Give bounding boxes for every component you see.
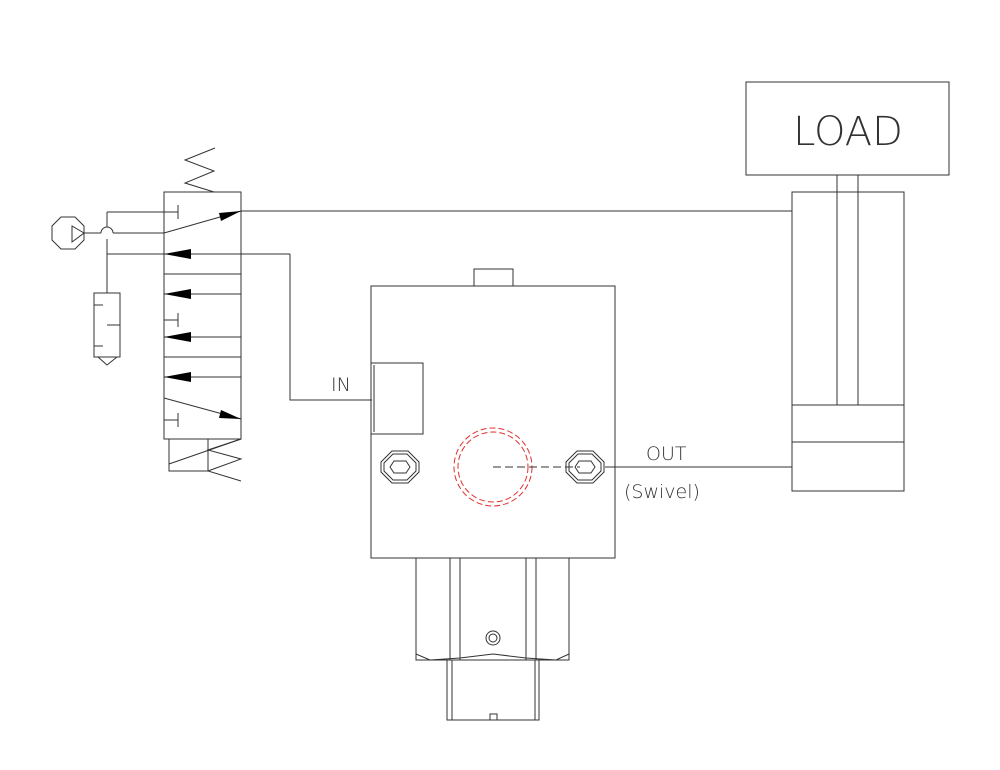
cylinder-symbol [745, 81, 950, 492]
load-label: LOAD [793, 109, 903, 155]
directional-valve-symbol [163, 147, 243, 482]
bolt-left [380, 450, 420, 484]
swivel-valve-block [370, 268, 616, 721]
out-port-label: OUT [646, 443, 687, 465]
pressure-source-symbol [51, 216, 85, 250]
bolt-right [565, 450, 605, 484]
in-port-label: IN [331, 374, 351, 396]
swivel-label: (Swivel) [624, 481, 700, 503]
exhaust-muffler-symbol [93, 292, 121, 366]
